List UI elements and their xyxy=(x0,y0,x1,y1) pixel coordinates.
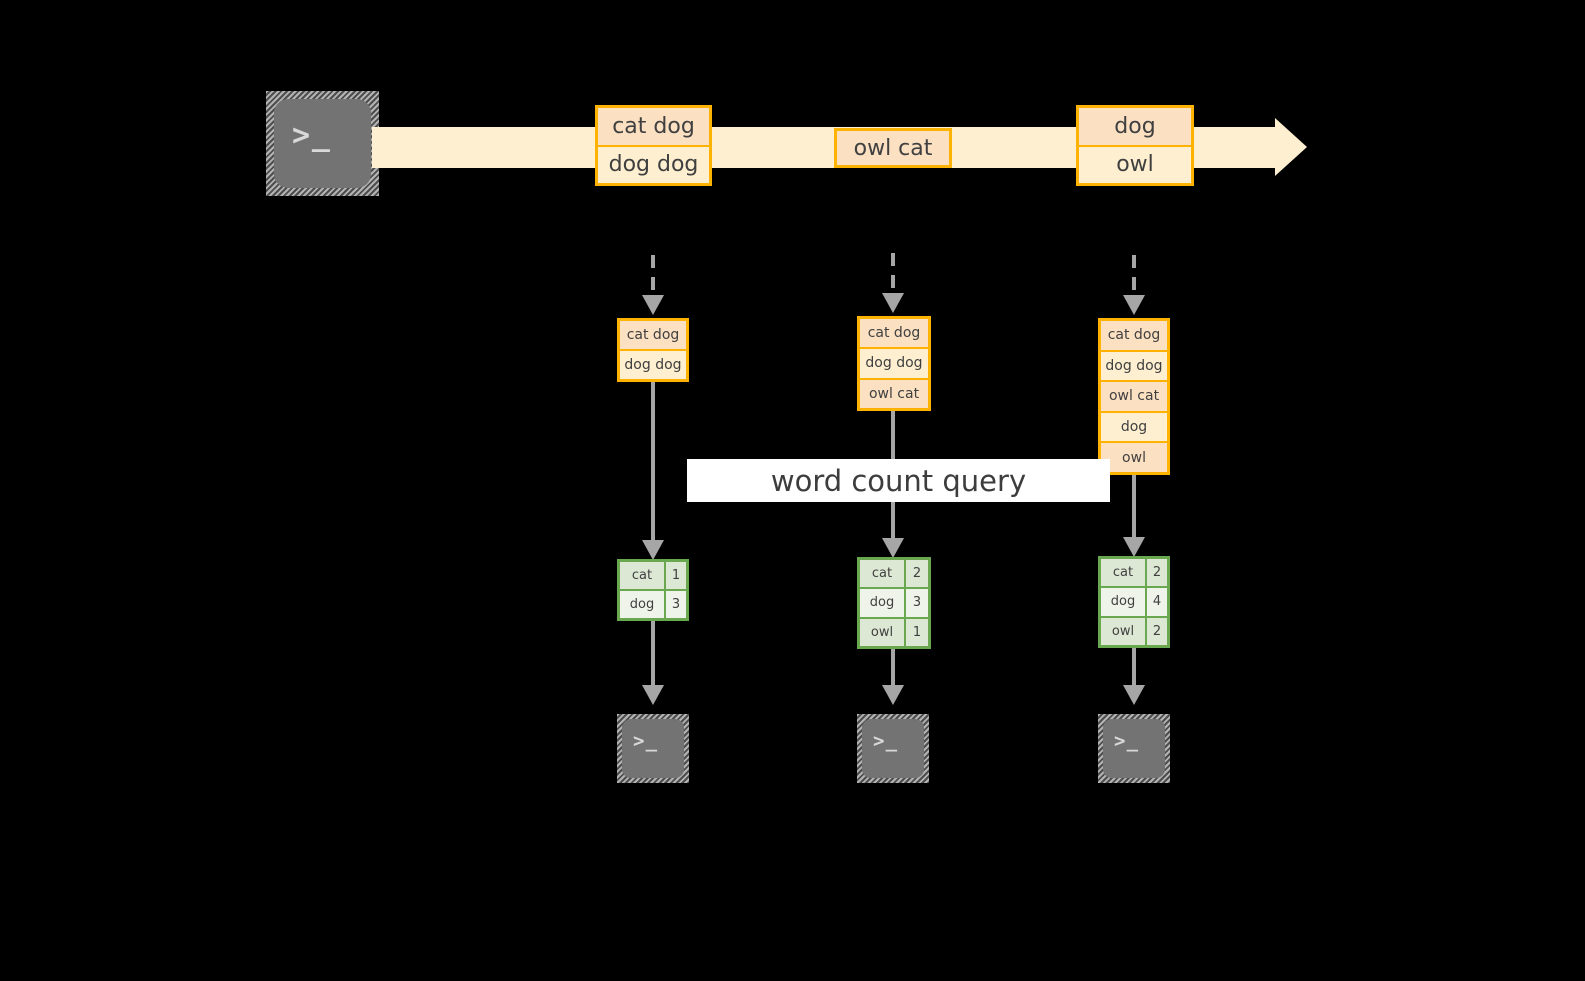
result-count-t3: 2 xyxy=(1147,617,1167,645)
result-row-t3: cat 2 xyxy=(1101,559,1167,589)
result-count-t3: 2 xyxy=(1147,559,1167,587)
result-word-t1: cat xyxy=(620,562,666,589)
sink-arrow-line-t2 xyxy=(891,649,895,695)
source-terminal-icon: >_ xyxy=(266,91,379,196)
query-arrow-head-t3 xyxy=(1123,537,1145,557)
sink-terminal-icon-t3: >_ xyxy=(1098,714,1170,783)
terminal-prompt-glyph: >_ xyxy=(633,730,659,752)
stream-batch-2: owl cat xyxy=(834,128,952,168)
result-count-t1: 3 xyxy=(666,591,686,618)
result-row-t2: cat 2 xyxy=(860,560,928,590)
trigger-arrow-line-t2 xyxy=(891,253,895,295)
input-row-t1: cat dog xyxy=(620,321,686,351)
stream-batch-1-line: dog dog xyxy=(598,146,709,183)
sink-arrow-line-t3 xyxy=(1132,648,1136,695)
sink-arrow-head-t1 xyxy=(642,685,664,705)
terminal-screen: >_ xyxy=(862,719,924,778)
stream-arrowhead xyxy=(1275,118,1307,176)
stream-batch-1-line: cat dog xyxy=(598,108,709,147)
stream-batch-3-line: dog xyxy=(1079,108,1191,147)
sink-terminal-icon-t1: >_ xyxy=(617,714,689,783)
result-row-t1: cat 1 xyxy=(620,562,686,591)
trigger-arrow-line-t1 xyxy=(651,255,655,297)
result-table-t2: cat 2 dog 3 owl 1 xyxy=(857,557,931,649)
query-label: word count query xyxy=(687,459,1110,502)
input-row-t2: dog dog xyxy=(860,349,928,380)
result-word-t3: cat xyxy=(1101,559,1147,587)
result-word-t2: owl xyxy=(860,618,906,646)
trigger-arrow-head-t1 xyxy=(642,295,664,315)
result-count-t2: 1 xyxy=(906,618,928,646)
result-table-t3: cat 2 dog 4 owl 2 xyxy=(1098,556,1170,648)
result-count-t1: 1 xyxy=(666,562,686,589)
trigger-arrow-head-t3 xyxy=(1123,295,1145,315)
stream-batch-1: cat dog dog dog xyxy=(595,105,712,186)
result-row-t2: dog 3 xyxy=(860,589,928,619)
result-word-t3: owl xyxy=(1101,617,1147,645)
result-row-t2: owl 1 xyxy=(860,618,928,646)
result-row-t3: owl 2 xyxy=(1101,617,1167,645)
terminal-prompt-glyph: >_ xyxy=(873,730,899,752)
input-row-t2: cat dog xyxy=(860,319,928,350)
terminal-prompt-glyph: >_ xyxy=(1114,730,1140,752)
stream-batch-3: dog owl xyxy=(1076,105,1194,186)
input-row-t1: dog dog xyxy=(620,351,686,379)
sink-arrow-head-t3 xyxy=(1123,685,1145,705)
result-word-t2: cat xyxy=(860,560,906,588)
input-table-t3: cat dog dog dog owl cat dog owl xyxy=(1098,318,1170,475)
query-arrow-line-t1 xyxy=(651,382,655,550)
result-word-t2: dog xyxy=(860,589,906,617)
input-row-t2: owl cat xyxy=(860,379,928,408)
query-arrow-head-t2 xyxy=(882,538,904,558)
input-row-t3: cat dog xyxy=(1101,321,1167,352)
stream-batch-3-line: owl xyxy=(1079,146,1191,183)
sink-terminal-icon-t2: >_ xyxy=(857,714,929,783)
result-word-t1: dog xyxy=(620,591,666,618)
terminal-prompt-glyph: >_ xyxy=(292,118,332,153)
trigger-arrow-head-t2 xyxy=(882,293,904,313)
input-row-t3: owl xyxy=(1101,443,1167,472)
result-table-t1: cat 1 dog 3 xyxy=(617,559,689,621)
terminal-screen: >_ xyxy=(622,719,684,778)
query-arrow-line-t3 xyxy=(1132,475,1136,547)
trigger-arrow-line-t3 xyxy=(1132,255,1136,297)
input-table-t1: cat dog dog dog xyxy=(617,318,689,382)
result-count-t2: 3 xyxy=(906,589,928,617)
input-row-t3: dog dog xyxy=(1101,351,1167,383)
terminal-screen: >_ xyxy=(274,99,371,188)
input-row-t3: dog xyxy=(1101,412,1167,444)
input-row-t3: owl cat xyxy=(1101,382,1167,413)
stream-batch-2-line: owl cat xyxy=(837,131,949,165)
result-count-t3: 4 xyxy=(1147,588,1167,616)
result-word-t3: dog xyxy=(1101,588,1147,616)
query-arrow-head-t1 xyxy=(642,540,664,560)
sink-arrow-head-t2 xyxy=(882,685,904,705)
sink-arrow-line-t1 xyxy=(651,621,655,695)
result-row-t3: dog 4 xyxy=(1101,588,1167,618)
result-row-t1: dog 3 xyxy=(620,591,686,618)
query-label-text: word count query xyxy=(770,463,1027,498)
input-table-t2: cat dog dog dog owl cat xyxy=(857,316,931,411)
result-count-t2: 2 xyxy=(906,560,928,588)
terminal-screen: >_ xyxy=(1103,719,1165,778)
